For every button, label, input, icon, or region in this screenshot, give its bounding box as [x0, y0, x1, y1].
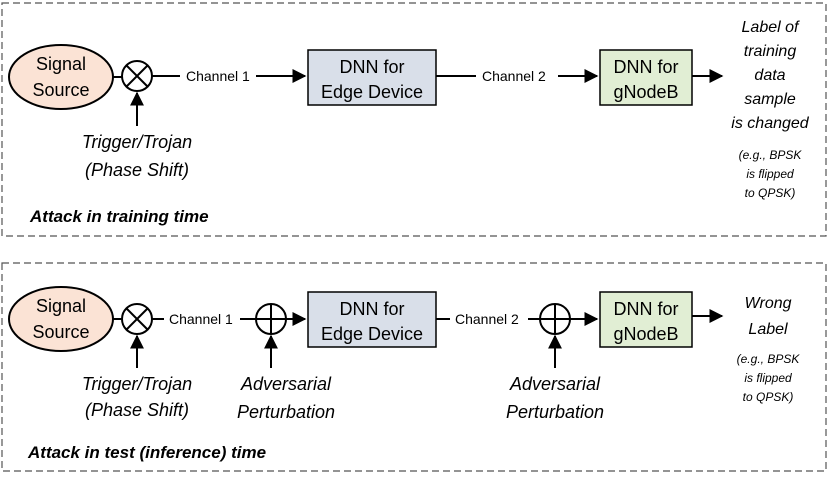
signal-source-line1: Signal	[36, 296, 86, 316]
gnodeb-box-line1: DNN for	[613, 299, 678, 319]
adder-icon	[539, 303, 571, 335]
output-line: training	[744, 43, 797, 60]
note-line: (e.g., BPSK	[737, 352, 801, 366]
trigger-label-line2: (Phase Shift)	[85, 160, 189, 180]
trigger-label-line2: (Phase Shift)	[85, 400, 189, 420]
perturbation2-line1: Adversarial	[509, 374, 601, 394]
signal-source: Signal Source	[8, 44, 114, 110]
gnodeb-box-line2: gNodeB	[613, 324, 678, 344]
channel2-label: Channel 2	[482, 68, 546, 84]
signal-source-line1: Signal	[36, 54, 86, 74]
trigger-label-line1: Trigger/Trojan	[82, 374, 192, 394]
panel-training: Signal Source Trigger/Trojan (Phase Shif…	[1, 2, 827, 237]
mixer-icon	[121, 60, 153, 92]
note-line: (e.g., BPSK	[739, 148, 803, 162]
edge-dnn-box: DNN for Edge Device	[307, 49, 437, 106]
note-line: is flipped	[746, 167, 794, 181]
panel-test: Signal Source Trigger/Trojan (Phase Shif…	[1, 262, 827, 472]
output-line: sample	[744, 91, 796, 108]
note-line: is flipped	[744, 371, 792, 385]
gnodeb-box-line1: DNN for	[613, 57, 678, 77]
signal-source-line2: Source	[32, 322, 89, 342]
channel1-label: Channel 1	[169, 311, 233, 327]
perturbation1-line1: Adversarial	[240, 374, 332, 394]
edge-box-line1: DNN for	[339, 57, 404, 77]
output-line: is changed	[731, 115, 809, 132]
output-label: Wrong Label	[744, 295, 791, 338]
perturbation1-line2: Perturbation	[237, 402, 335, 422]
gnodeb-box-line2: gNodeB	[613, 82, 678, 102]
output-label: Label of training data sample is changed	[731, 19, 809, 132]
perturbation2-line2: Perturbation	[506, 402, 604, 422]
output-line: Label of	[742, 19, 800, 36]
output-line: Wrong	[744, 295, 791, 312]
edge-box-line1: DNN for	[339, 299, 404, 319]
edge-dnn-box: DNN for Edge Device	[307, 291, 437, 348]
channel2-label: Channel 2	[455, 311, 519, 327]
panel-test-caption: Attack in test (inference) time	[27, 443, 266, 462]
trigger-label-line1: Trigger/Trojan	[82, 132, 192, 152]
output-line: data	[754, 67, 785, 84]
channel1-label: Channel 1	[186, 68, 250, 84]
gnodeb-dnn-box: DNN for gNodeB	[599, 291, 693, 348]
panel-test-frame	[1, 262, 827, 472]
output-line: Label	[748, 321, 788, 338]
signal-source: Signal Source	[8, 286, 114, 352]
mixer-icon	[121, 303, 153, 335]
panel-training-caption: Attack in training time	[29, 207, 209, 226]
note-line: to QPSK)	[745, 186, 796, 200]
example-note: (e.g., BPSK is flipped to QPSK)	[737, 352, 801, 404]
edge-box-line2: Edge Device	[321, 324, 423, 344]
signal-source-line2: Source	[32, 80, 89, 100]
edge-box-line2: Edge Device	[321, 82, 423, 102]
panel-training-frame	[1, 2, 827, 237]
gnodeb-dnn-box: DNN for gNodeB	[599, 49, 693, 106]
note-line: to QPSK)	[743, 390, 794, 404]
adder-icon	[255, 303, 287, 335]
example-note: (e.g., BPSK is flipped to QPSK)	[739, 148, 803, 200]
